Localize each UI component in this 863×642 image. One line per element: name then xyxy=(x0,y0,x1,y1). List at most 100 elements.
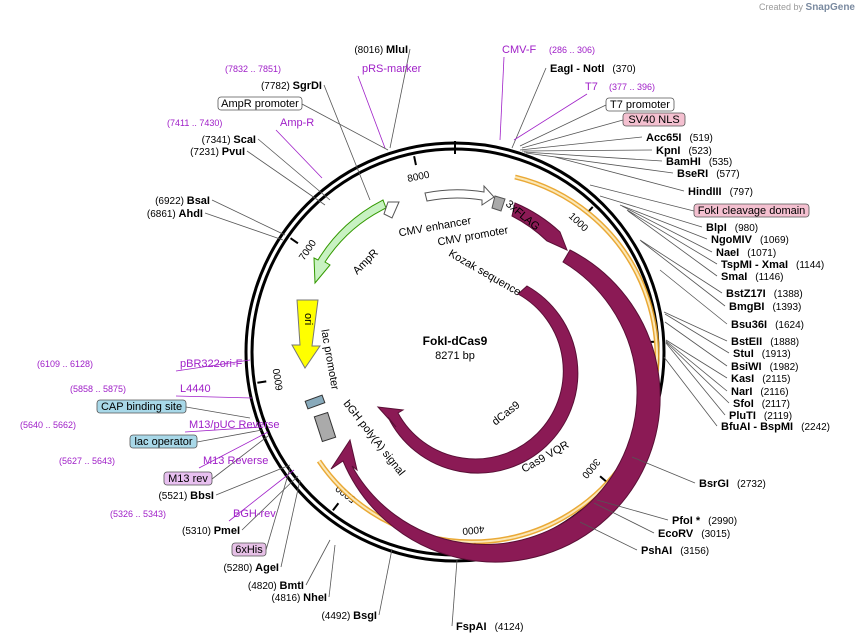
primer-range: (377 .. 396) xyxy=(609,82,655,92)
enzyme-site-label: BmgBI(1393) xyxy=(729,301,801,313)
leader-line xyxy=(451,559,458,627)
enzyme-site-label: NgoMIV(1069) xyxy=(711,234,789,246)
ampr-promoter-arrow xyxy=(383,201,400,219)
leader-line xyxy=(663,356,718,427)
leader-line xyxy=(511,67,547,149)
enzyme-site-label: (5521) BbsI xyxy=(158,490,214,502)
feature-box-label: M13 rev xyxy=(168,473,208,485)
leader-line xyxy=(198,431,269,469)
feature-label-kozak: Kozak sequence xyxy=(446,248,522,299)
enzyme-site-label: (6861) AhdI xyxy=(147,208,203,220)
enzyme-site-label: Bsu36I(1624) xyxy=(731,319,804,331)
enzyme-site-label: EcoRV(3015) xyxy=(658,528,730,540)
primer-label: pRS-marker xyxy=(362,63,422,75)
primer-label: Amp-R xyxy=(280,117,314,129)
enzyme-site-label: TspMI - XmaI(1144) xyxy=(721,259,824,271)
primer-range: (7832 .. 7851) xyxy=(225,64,281,74)
feature-box xyxy=(129,434,198,449)
primer-label: T7 xyxy=(585,81,598,93)
tick-label: 4000 xyxy=(461,523,485,536)
plasmid-length: 8271 bp xyxy=(435,350,475,362)
feature-box-label: FokI cleavage domain xyxy=(698,205,806,217)
enzyme-site-label: BsiWI(1982) xyxy=(731,361,798,373)
primer-range: (286 .. 306) xyxy=(549,45,595,55)
enzyme-site-label: KpnI(523) xyxy=(656,145,712,157)
leader-line xyxy=(589,184,695,212)
leader-line xyxy=(596,499,669,521)
leader-line xyxy=(665,342,726,416)
enzyme-site-label: (7341) ScaI xyxy=(202,134,256,146)
leader-line xyxy=(631,456,696,484)
leader-line xyxy=(246,150,326,206)
leader-line xyxy=(241,475,299,531)
primer-range: (6109 .. 6128) xyxy=(37,359,93,369)
feature-box-label: T7 promoter xyxy=(610,99,670,111)
leader-lines xyxy=(175,48,730,627)
leader-line xyxy=(521,119,624,149)
tick-mark xyxy=(289,237,299,245)
leader-line xyxy=(211,435,269,480)
tick-mark xyxy=(257,380,267,384)
leader-line xyxy=(665,340,728,392)
primer-label: BGH-rev xyxy=(233,508,276,520)
snapgene-logo: SnapGene xyxy=(805,2,855,13)
feature-box-label: 6xHis xyxy=(235,544,263,556)
enzyme-site-label: BfuAI - BspMI(2242) xyxy=(721,421,830,433)
leader-line xyxy=(525,152,674,174)
enzyme-site-label: BsrGI(2732) xyxy=(699,478,766,490)
flag-region-arrow xyxy=(511,202,568,251)
leader-line xyxy=(621,205,713,253)
feature-label-ori: ori xyxy=(302,313,314,325)
enzyme-site-label: SmaI(1146) xyxy=(721,271,783,283)
enzyme-site-label: (7231) PvuI xyxy=(190,146,245,158)
plasmid-name: FokI-dCas9 xyxy=(423,334,488,348)
leader-line xyxy=(521,149,653,152)
feature-box xyxy=(605,97,675,112)
leader-line xyxy=(519,136,643,151)
enzyme-site-label: PfoI *(2990) xyxy=(672,515,737,527)
leader-line xyxy=(228,469,295,522)
enzyme-site-label: (4492) BsgI xyxy=(321,610,377,622)
enzyme-site-label: (4820) BmtI xyxy=(248,580,304,592)
leader-line xyxy=(196,429,263,443)
primer-range: (5858 .. 5875) xyxy=(70,384,126,394)
feature-box xyxy=(96,399,187,414)
feature-box xyxy=(163,471,213,486)
leader-line xyxy=(513,93,588,141)
leader-line xyxy=(323,84,371,201)
leader-line xyxy=(663,311,728,342)
enzyme-site-label: BamHI(535) xyxy=(666,156,732,168)
enzyme-site-label: Acc65I(519) xyxy=(646,132,713,144)
enzyme-site-label: KasI(2115) xyxy=(731,373,790,385)
leader-line xyxy=(665,339,728,379)
enzyme-site-label: BstEII(1888) xyxy=(731,336,799,348)
feature-box xyxy=(217,96,303,111)
tick-mark xyxy=(413,156,417,166)
enzyme-site-label: (5280) AgeI xyxy=(223,562,279,574)
feature-label-dcas9: dCas9 xyxy=(490,399,522,428)
leader-line xyxy=(275,129,323,179)
enzyme-site-label: BseRI(577) xyxy=(677,168,740,180)
enzyme-site-label: FspAI(4124) xyxy=(456,621,523,633)
feature-box xyxy=(231,542,267,557)
primer-label: pBR322ori-F xyxy=(180,358,243,370)
primer-label: L4440 xyxy=(180,383,211,395)
primer-label: CMV-F xyxy=(502,44,537,56)
leader-line xyxy=(185,406,251,419)
leader-line xyxy=(659,269,728,325)
leader-line xyxy=(639,239,723,294)
enzyme-site-label: (8016) MluI xyxy=(354,44,408,56)
enzyme-site-label: BstZ17I(1388) xyxy=(726,288,803,300)
leader-line xyxy=(305,539,331,586)
feature-box-label: lac operator xyxy=(134,436,192,448)
enzyme-site-label: StuI(1913) xyxy=(733,348,791,360)
primer-range: (5640 .. 5662) xyxy=(20,420,76,430)
feature-box xyxy=(693,203,810,218)
leader-line xyxy=(280,479,301,568)
leader-line xyxy=(175,395,253,399)
leader-line xyxy=(640,240,726,307)
enzyme-site-label: NarI(2116) xyxy=(731,386,789,398)
leader-line xyxy=(619,204,708,240)
leader-line xyxy=(357,75,386,149)
leader-line xyxy=(579,521,638,551)
